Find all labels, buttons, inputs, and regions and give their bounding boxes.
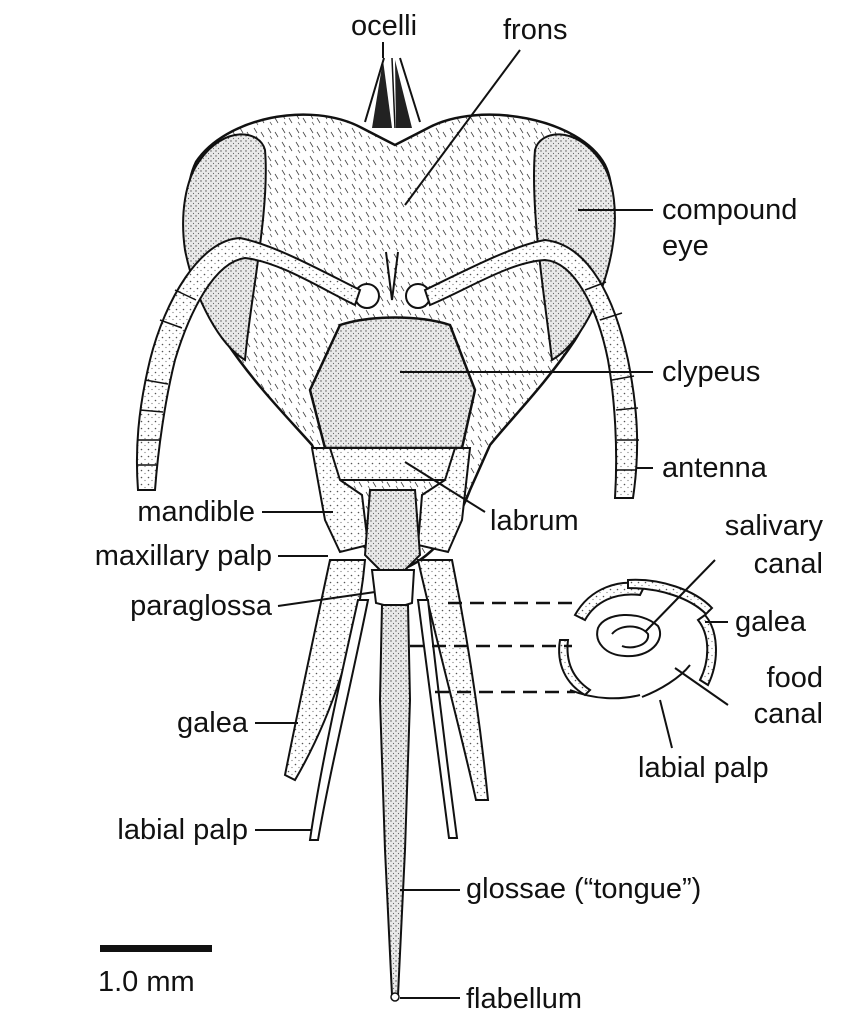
label-maxillary-palp: maxillary palp bbox=[10, 540, 272, 572]
label-food-canal-line2: canal bbox=[650, 698, 823, 730]
label-galea-left: galea bbox=[120, 707, 248, 739]
ocelli-mark bbox=[372, 60, 392, 128]
label-frons: frons bbox=[503, 14, 567, 46]
label-salivary-canal-line2: canal bbox=[650, 548, 823, 580]
flabellum-tip bbox=[391, 993, 399, 1001]
label-mandible: mandible bbox=[60, 496, 255, 528]
label-ocelli: ocelli bbox=[336, 10, 432, 42]
label-paraglossa: paraglossa bbox=[60, 590, 272, 622]
paraglossa-shape bbox=[372, 570, 414, 608]
label-labial-palp-left: labial palp bbox=[40, 814, 248, 846]
clypeus-plate bbox=[310, 318, 475, 449]
label-antenna: antenna bbox=[662, 452, 767, 484]
label-labial-palp-right: labial palp bbox=[638, 752, 769, 784]
label-clypeus: clypeus bbox=[662, 356, 760, 388]
label-galea-right: galea bbox=[735, 606, 806, 638]
label-compound-eye-line2: eye bbox=[662, 230, 709, 262]
scale-bar-label: 1.0 mm bbox=[98, 966, 195, 998]
label-labrum: labrum bbox=[490, 505, 579, 537]
label-salivary-canal-line1: salivary bbox=[650, 510, 823, 542]
prementum bbox=[365, 490, 420, 570]
label-food-canal-line1: food bbox=[650, 662, 823, 694]
label-glossae: glossae (“tongue”) bbox=[466, 873, 701, 905]
label-flabellum: flabellum bbox=[466, 983, 582, 1015]
glossa-shape bbox=[380, 605, 410, 995]
labrum-plate bbox=[330, 448, 455, 480]
label-compound-eye-line1: compound bbox=[662, 194, 797, 226]
scale-bar bbox=[100, 945, 212, 952]
